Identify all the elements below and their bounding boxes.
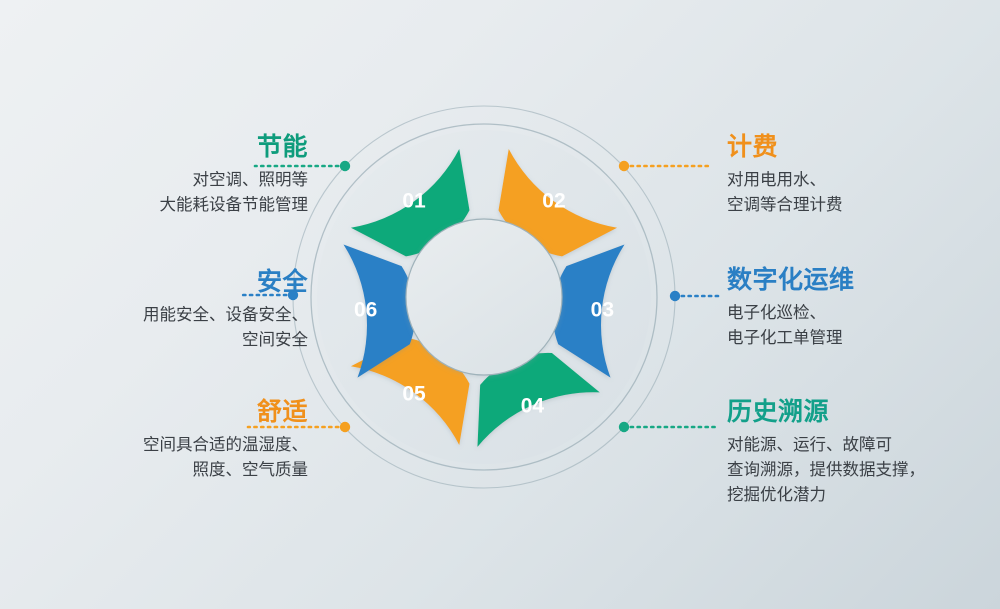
callout-anquan[interactable]: 安全 用能安全、设备安全、 空间安全 xyxy=(8,268,308,353)
callout-jifei[interactable]: 计费 对用电用水、 空调等合理计费 xyxy=(727,133,1000,218)
callout-jifei-title: 计费 xyxy=(727,133,779,161)
donut-segment-label-06: 06 xyxy=(354,298,377,321)
donut-segment-label-04: 04 xyxy=(521,395,545,418)
connector-dot-shuzihua[interactable] xyxy=(669,290,681,302)
callout-shuzihua-title: 数字化运维 xyxy=(727,266,855,294)
callout-jieneng-title: 节能 xyxy=(256,133,308,161)
donut-segment-04[interactable] xyxy=(477,352,600,447)
callout-jieneng-desc: 对空调、照明等 大能耗设备节能管理 xyxy=(159,170,309,214)
donut-segments: 01 02 03 04 05 06 xyxy=(343,149,625,447)
connector-dot-lishi[interactable] xyxy=(618,421,630,433)
donut-segment-01[interactable] xyxy=(350,149,470,257)
callout-lishi-desc: 对能源、运行、故障可 查询溯源，提供数据支撑， 挖掘优化潜力 xyxy=(727,435,925,504)
callout-lishi[interactable]: 历史溯源 对能源、运行、故障可 查询溯源，提供数据支撑， 挖掘优化潜力 xyxy=(727,398,1000,508)
callout-shuzihua-desc: 电子化巡检、 电子化工单管理 xyxy=(727,303,843,347)
donut-segment-03[interactable] xyxy=(552,244,625,378)
connector-dot-anquan[interactable] xyxy=(287,289,299,301)
connector-dot-shushi[interactable] xyxy=(339,421,351,433)
callout-lishi-title: 历史溯源 xyxy=(727,398,830,426)
donut-segment-06[interactable] xyxy=(343,244,416,378)
connector-dot-jieneng[interactable] xyxy=(339,160,351,172)
donut-segment-label-05: 05 xyxy=(402,382,426,405)
donut-segment-label-02: 02 xyxy=(542,190,565,213)
connector-dot-jifei[interactable] xyxy=(618,160,630,172)
donut-hub xyxy=(405,218,563,376)
callout-anquan-desc: 用能安全、设备安全、 空间安全 xyxy=(143,305,308,349)
callout-shushi[interactable]: 舒适 空间具合适的温湿度、 照度、空气质量 xyxy=(8,398,308,483)
callout-shuzihua[interactable]: 数字化运维 电子化巡检、 电子化工单管理 xyxy=(727,266,1000,351)
connector-lines xyxy=(241,160,724,433)
callout-jifei-desc: 对用电用水、 空调等合理计费 xyxy=(727,170,843,214)
donut-segment-label-01: 01 xyxy=(402,190,426,213)
callout-shushi-title: 舒适 xyxy=(256,398,308,426)
callout-jieneng[interactable]: 节能 对空调、照明等 大能耗设备节能管理 xyxy=(8,133,309,218)
donut-segment-02[interactable] xyxy=(498,149,618,257)
donut-segment-label-03: 03 xyxy=(591,298,614,321)
callout-shushi-desc: 空间具合适的温湿度、 照度、空气质量 xyxy=(143,435,308,479)
donut-segment-05[interactable] xyxy=(350,337,470,445)
callout-anquan-title: 安全 xyxy=(256,268,308,296)
